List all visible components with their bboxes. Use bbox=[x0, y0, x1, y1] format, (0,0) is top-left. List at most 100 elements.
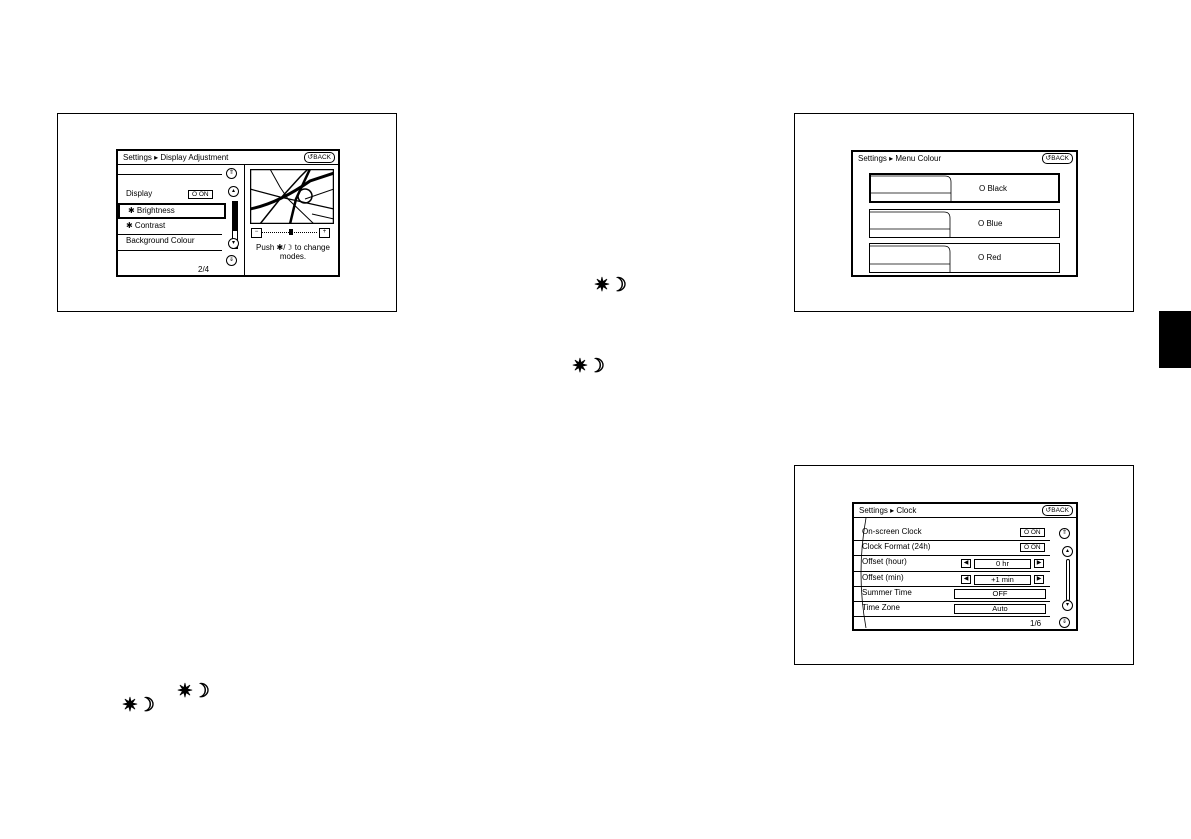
clock-figure: Settings ▸ Clock ↺BACK On-screen Clock O… bbox=[794, 465, 1134, 665]
preview-panel: − + Push ✱/☽ to change modes. bbox=[244, 164, 339, 275]
page-indicator: 2/4 bbox=[198, 265, 210, 274]
day-night-icon: ✷☽ bbox=[594, 275, 627, 296]
display-toggle[interactable]: O ON bbox=[188, 190, 213, 199]
clock-row-on-screen[interactable]: On-screen Clock O ON bbox=[854, 526, 1050, 541]
page-down-button[interactable]: ⇓ bbox=[226, 255, 237, 266]
back-arrow-icon: ↺ bbox=[1045, 507, 1052, 514]
back-label: BACK bbox=[1051, 155, 1069, 162]
menu-item-contrast[interactable]: ✱ Contrast bbox=[118, 220, 222, 235]
scroll-down-button[interactable]: ▾ bbox=[1062, 600, 1073, 611]
map-preview bbox=[250, 169, 334, 224]
minus-icon: − bbox=[254, 229, 259, 235]
breadcrumb: Settings ▸ Menu Colour bbox=[858, 154, 942, 163]
scroll-up-button[interactable]: ▴ bbox=[228, 186, 239, 197]
list-blank-row bbox=[118, 174, 222, 188]
scroll-up-icon: ▴ bbox=[231, 188, 235, 194]
menu-colour-figure: Settings ▸ Menu Colour ↺BACK O Black O B… bbox=[794, 113, 1134, 312]
page-down-icon: ⇓ bbox=[228, 257, 235, 263]
breadcrumb: Settings ▸ Display Adjustment bbox=[123, 153, 229, 162]
offset-min-increase[interactable]: ▶ bbox=[1034, 575, 1044, 584]
clock-row-label: On-screen Clock bbox=[862, 527, 922, 536]
page-down-button[interactable]: ⇓ bbox=[1059, 617, 1070, 628]
colour-option-label: O Red bbox=[978, 253, 1002, 262]
day-night-icon: ✷☽ bbox=[572, 356, 605, 377]
scroll-thumb-fill bbox=[232, 201, 238, 231]
colour-swatch bbox=[870, 211, 951, 237]
slider-knob[interactable] bbox=[289, 229, 293, 235]
clock-row-label: Offset (min) bbox=[862, 573, 904, 582]
on-screen-clock-toggle[interactable]: O ON bbox=[1020, 528, 1045, 537]
breadcrumb: Settings ▸ Clock bbox=[859, 506, 917, 515]
back-arrow-icon: ↺ bbox=[307, 154, 314, 161]
colour-option-black[interactable]: O Black bbox=[869, 173, 1060, 203]
summer-time-value[interactable]: OFF bbox=[954, 589, 1046, 599]
page-up-icon: ⇑ bbox=[228, 170, 235, 176]
hint-line-2: modes. bbox=[279, 252, 307, 261]
page-up-button[interactable]: ⇑ bbox=[226, 168, 237, 179]
offset-min-value: +1 min bbox=[974, 575, 1031, 585]
back-button[interactable]: ↺BACK bbox=[304, 152, 335, 163]
page-up-icon: ⇑ bbox=[1061, 530, 1068, 536]
scroll-up-button[interactable]: ▴ bbox=[1062, 546, 1073, 557]
arrow-left-icon: ◀ bbox=[963, 560, 969, 566]
clock-row-summer-time[interactable]: Summer Time OFF bbox=[854, 587, 1050, 602]
offset-hour-increase[interactable]: ▶ bbox=[1034, 559, 1044, 568]
page-down-icon: ⇓ bbox=[1061, 619, 1068, 625]
day-night-icon: ✷☽ bbox=[122, 695, 155, 716]
back-button[interactable]: ↺BACK bbox=[1042, 505, 1073, 516]
colour-option-label: O Black bbox=[979, 184, 1008, 193]
colour-option-blue[interactable]: O Blue bbox=[869, 209, 1060, 238]
offset-hour-decrease[interactable]: ◀ bbox=[961, 559, 971, 568]
page-indicator: 1/6 bbox=[1030, 619, 1042, 628]
clock-row-label: Clock Format (24h) bbox=[862, 542, 931, 551]
section-tab bbox=[1159, 311, 1191, 368]
back-arrow-icon: ↺ bbox=[1045, 155, 1052, 162]
clock-row-label: Summer Time bbox=[862, 588, 912, 597]
screen-header: Settings ▸ Display Adjustment ↺BACK bbox=[118, 151, 338, 165]
clock-row-time-zone[interactable]: Time Zone Auto bbox=[854, 602, 1050, 617]
hint-line-1: Push ✱/☽ to change bbox=[256, 243, 330, 252]
day-night-icon: ✷☽ bbox=[177, 681, 210, 702]
menu-item-label: ✱ Contrast bbox=[126, 221, 166, 230]
menu-item-label: Background Colour bbox=[126, 236, 195, 245]
plus-icon: + bbox=[322, 229, 327, 235]
screen-header: Settings ▸ Clock ↺BACK bbox=[854, 504, 1076, 518]
colour-option-red[interactable]: O Red bbox=[869, 243, 1060, 273]
clock-screen: Settings ▸ Clock ↺BACK On-screen Clock O… bbox=[852, 502, 1078, 631]
clock-row-label: Offset (hour) bbox=[862, 557, 907, 566]
scroll-up-icon: ▴ bbox=[1065, 548, 1069, 554]
plus-button[interactable]: + bbox=[319, 228, 330, 238]
time-zone-value[interactable]: Auto bbox=[954, 604, 1046, 614]
scroll-down-icon: ▾ bbox=[231, 240, 235, 246]
colour-swatch bbox=[871, 175, 952, 201]
minus-button[interactable]: − bbox=[251, 228, 262, 238]
clock-row-offset-hour[interactable]: Offset (hour) ◀ 0 hr ▶ bbox=[854, 556, 1050, 572]
back-label: BACK bbox=[1051, 507, 1069, 514]
screen-header: Settings ▸ Menu Colour ↺BACK bbox=[853, 152, 1076, 165]
colour-option-label: O Blue bbox=[978, 219, 1003, 228]
menu-item-background-colour[interactable]: Background Colour bbox=[118, 235, 222, 251]
menu-item-display[interactable]: Display O ON bbox=[118, 188, 222, 203]
back-label: BACK bbox=[313, 154, 331, 161]
arrow-right-icon: ▶ bbox=[1036, 576, 1042, 582]
menu-item-label: Display bbox=[126, 189, 153, 198]
display-adjustment-figure: Settings ▸ Display Adjustment ↺BACK Disp… bbox=[57, 113, 397, 312]
scroll-down-button[interactable]: ▾ bbox=[228, 238, 239, 249]
arrow-left-icon: ◀ bbox=[963, 576, 969, 582]
colour-swatch bbox=[870, 245, 951, 272]
scroll-down-icon: ▾ bbox=[1065, 602, 1069, 608]
clock-row-format[interactable]: Clock Format (24h) O ON bbox=[854, 541, 1050, 556]
offset-hour-value: 0 hr bbox=[974, 559, 1031, 569]
clock-format-toggle[interactable]: O ON bbox=[1020, 543, 1045, 552]
display-adjustment-screen: Settings ▸ Display Adjustment ↺BACK Disp… bbox=[116, 149, 340, 277]
hint-text: Push ✱/☽ to change modes. bbox=[247, 243, 339, 261]
clock-row-label: Time Zone bbox=[862, 603, 900, 612]
arrow-right-icon: ▶ bbox=[1036, 560, 1042, 566]
page-up-button[interactable]: ⇑ bbox=[1059, 528, 1070, 539]
clock-row-offset-min[interactable]: Offset (min) ◀ +1 min ▶ bbox=[854, 572, 1050, 587]
scroll-track[interactable] bbox=[1066, 559, 1070, 601]
menu-item-brightness[interactable]: ✱ Brightness bbox=[118, 203, 226, 219]
menu-colour-screen: Settings ▸ Menu Colour ↺BACK O Black O B… bbox=[851, 150, 1078, 277]
offset-min-decrease[interactable]: ◀ bbox=[961, 575, 971, 584]
back-button[interactable]: ↺BACK bbox=[1042, 153, 1073, 164]
